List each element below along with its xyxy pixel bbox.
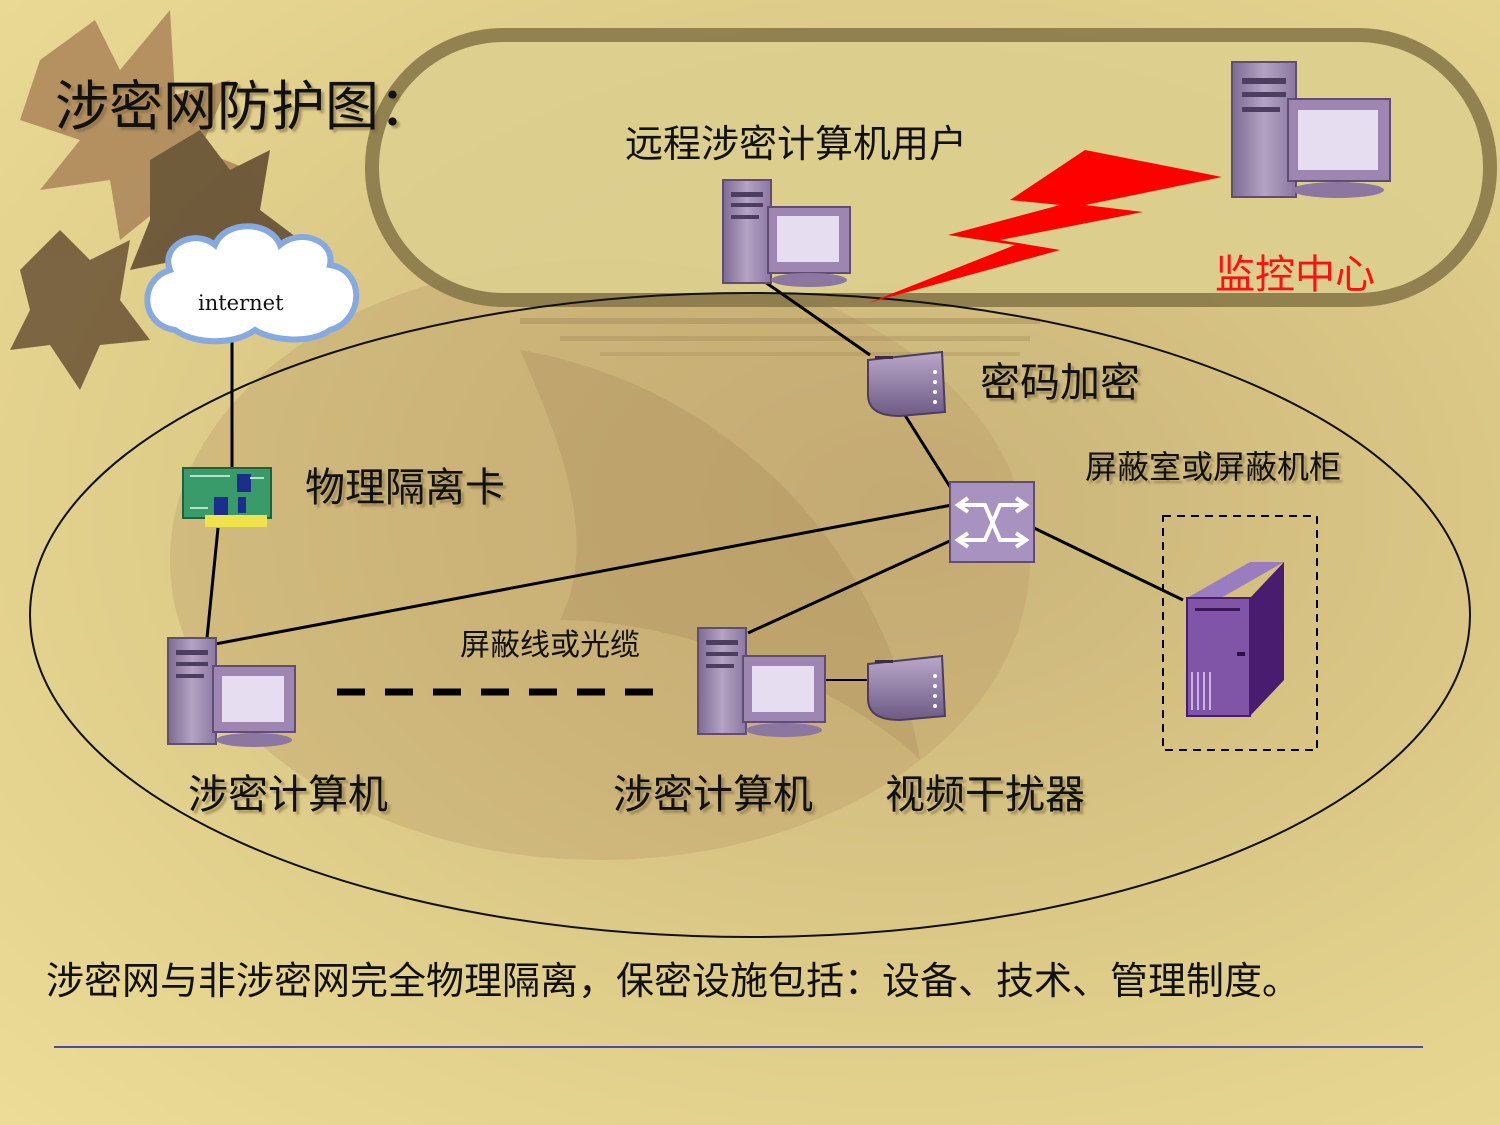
link-encryptor-switch (901, 411, 954, 491)
video-jammer-label: 视频干扰器 (885, 772, 1085, 818)
isolation-card-label: 物理隔离卡 (305, 465, 505, 511)
encryptor-icon (867, 350, 947, 418)
connections (205, 280, 1184, 681)
lightning-icon (868, 150, 1222, 303)
switch-icon (949, 481, 1035, 563)
shield-cable-label: 屏蔽线或光缆 (460, 628, 640, 663)
remote-user-label: 远程涉密计算机用户 (625, 122, 968, 166)
computer-icon-right (697, 627, 826, 737)
computer-icon-monitor-center (1231, 61, 1391, 198)
link-remote-encryptor (764, 280, 871, 357)
internet-label: internet (198, 291, 284, 315)
computer-icon-left (167, 637, 296, 747)
video-jammer-icon (867, 654, 947, 722)
shield-room-label: 屏蔽室或屏蔽机柜 (1085, 448, 1342, 486)
link-switch-server (1033, 526, 1184, 602)
network-card-icon (182, 467, 272, 527)
link-switch-pc1 (209, 503, 953, 647)
classified-network-boundary (29, 292, 1471, 938)
page-title: 涉密网防护图： (55, 75, 433, 138)
computer-icon-remote (722, 179, 851, 287)
encryption-label: 密码加密 (980, 360, 1140, 406)
link-switch-pc2 (747, 538, 953, 635)
classified-pc-left-label: 涉密计算机 (188, 772, 388, 818)
shield-room-box (1162, 515, 1318, 751)
classified-pc-right-label: 涉密计算机 (613, 772, 813, 818)
monitor-center-label: 监控中心 (1215, 252, 1375, 298)
server-icon (1186, 562, 1284, 717)
remote-area-band (365, 28, 1497, 307)
footer-statement: 涉密网与非涉密网完全物理隔离，保密设施包括：设备、技术、管理制度。 (46, 959, 1301, 1003)
link-card-pc1 (205, 527, 220, 639)
cloud-icon (144, 223, 360, 345)
